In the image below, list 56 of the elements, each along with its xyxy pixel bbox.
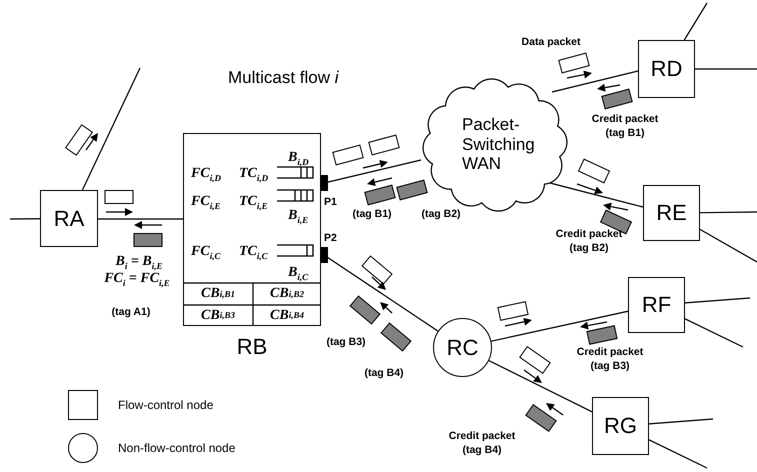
- annotation-label: Data packet: [520, 36, 582, 50]
- link-line: [700, 211, 757, 214]
- link-line: [700, 228, 757, 263]
- link-line: [491, 310, 628, 342]
- link-line: [98, 218, 183, 220]
- link-line: [10, 218, 40, 220]
- formula: FC$_{i}$ = FC$_{i,E}$: [103, 272, 171, 288]
- annotation-label: P2: [324, 232, 337, 246]
- link-line: [488, 360, 592, 412]
- port-link-line: [320, 159, 422, 191]
- annotation-label: P1: [324, 196, 337, 210]
- port-link-line: [320, 247, 438, 332]
- counter-label: B$_{i,D}$: [288, 151, 309, 167]
- counter-label: B$_{i,C}$: [288, 266, 308, 282]
- link-line: [684, 318, 744, 348]
- node-label: RA: [54, 206, 84, 232]
- annotation-label: (tag B3): [325, 336, 367, 350]
- link-line: [82, 68, 141, 190]
- link-line: [695, 68, 757, 70]
- link-line: [684, 2, 708, 40]
- node-label: Packet- Switching WAN: [462, 115, 536, 174]
- annotation-label: Credit packet (tag B2): [554, 228, 624, 256]
- link-line: [552, 70, 638, 93]
- link-line: [550, 182, 644, 208]
- node-label: RE: [656, 200, 687, 226]
- annotation-label: (tag B1): [351, 208, 393, 222]
- flow-title: Multicast flow i: [228, 68, 339, 88]
- counter-label: FC$_{i,C}$: [191, 245, 220, 261]
- annotation-label: (tag A1): [110, 306, 152, 320]
- annotation-label: (tag B4): [363, 367, 405, 381]
- annotation-label: Credit packet (tag B1): [590, 113, 660, 140]
- legend-label: Flow-control node: [118, 398, 214, 412]
- annotation-label: (tag B2): [420, 208, 462, 222]
- router-box: [592, 397, 649, 455]
- node-label: RG: [604, 413, 637, 439]
- annotation-label: Credit packet (tag B4): [448, 430, 516, 458]
- counter-label: FC$_{i,D}$: [191, 167, 221, 183]
- annotation-label: Credit packet (tag B3): [576, 346, 644, 374]
- router-box: [638, 40, 695, 98]
- counter-label: FC$_{i,E}$: [191, 195, 220, 211]
- node-label: RC: [446, 334, 478, 360]
- link-line: [648, 439, 708, 469]
- formula: B$_{i}$ = B$_{i,E}$: [114, 255, 164, 271]
- node-label: RD: [650, 56, 682, 82]
- counter-label: TC$_{i,D}$: [239, 167, 268, 183]
- link-line: [684, 297, 750, 304]
- node-label: RB: [236, 334, 268, 360]
- router-box: [643, 185, 700, 241]
- router-box: [628, 277, 685, 333]
- counter-label: B$_{i,E}$: [288, 209, 308, 225]
- legend-label: Non-flow-control node: [118, 441, 236, 455]
- link-line: [648, 418, 714, 424]
- counter-label: TC$_{i,E}$: [239, 195, 268, 211]
- counter-label: TC$_{i,C}$: [239, 245, 268, 261]
- router-box: [40, 190, 98, 247]
- node-label: RF: [642, 292, 672, 318]
